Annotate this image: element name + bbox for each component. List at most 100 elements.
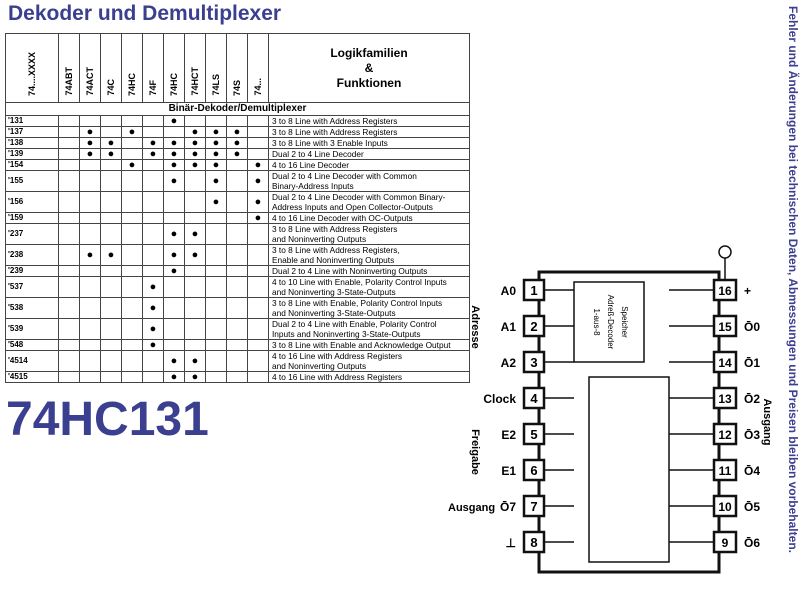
pin-number: 10 (718, 500, 732, 514)
pin-label: A1 (501, 320, 517, 334)
chip-label: Speicher (620, 306, 629, 338)
family-cell (100, 350, 122, 372)
family-cell (58, 191, 80, 213)
chip-body (537, 270, 721, 574)
part-code: '239 (5, 265, 59, 277)
family-cell (247, 244, 269, 266)
family-cell (79, 223, 101, 245)
part-code: '539 (5, 318, 59, 340)
family-cell (58, 297, 80, 319)
family-column-header: 74... (247, 33, 269, 103)
family-cell: ● (163, 159, 185, 171)
family-cell (100, 223, 122, 245)
description-line: Dual 2 to 4 Line Decoder with Common (272, 171, 417, 181)
family-cell: ● (184, 244, 206, 266)
family-cell (142, 170, 164, 192)
family-cell (184, 191, 206, 213)
description-line: 4 to 16 Line Decoder with OC-Outputs (272, 213, 413, 223)
family-cell: ● (79, 148, 101, 160)
family-cell (58, 265, 80, 277)
family-cell (142, 191, 164, 213)
output-block (588, 376, 670, 563)
family-cell: ● (163, 265, 185, 277)
family-cell (247, 137, 269, 149)
family-cell (79, 170, 101, 192)
family-cell (121, 265, 143, 277)
pin-number: 8 (530, 535, 537, 550)
family-cell (121, 371, 143, 383)
family-label: 74HC (127, 72, 137, 96)
description-line: Binary-Address Inputs (272, 181, 354, 191)
family-cell (100, 126, 122, 138)
family-cell: ● (205, 148, 227, 160)
family-cell: ● (184, 350, 206, 372)
pin-number: 3 (530, 355, 537, 370)
group-label-ausgang-left: Ausgang (448, 502, 495, 514)
family-cell (100, 191, 122, 213)
family-cell (163, 126, 185, 138)
pin-label: A2 (501, 356, 517, 370)
family-cell: ● (247, 191, 269, 213)
part-code: '138 (5, 137, 59, 149)
family-cell (121, 350, 143, 372)
family-label: 74LS (211, 74, 221, 96)
family-cell: ● (121, 159, 143, 171)
family-cell: ● (79, 126, 101, 138)
family-cell: ● (184, 371, 206, 383)
family-cell (163, 212, 185, 224)
family-cell: ● (142, 297, 164, 319)
disclaimer-text: Fehler und Änderungen bei technischen Da… (786, 6, 800, 553)
family-cell (205, 223, 227, 245)
function-description: Dual 2 to 4 Line Decoder with Common Bin… (268, 191, 470, 213)
family-cell (142, 350, 164, 372)
description-line: Dual 2 to 4 Line Decoder (272, 149, 364, 159)
part-code: '537 (5, 276, 59, 298)
description-line: Address Inputs and Open Collector-Output… (272, 202, 433, 212)
supply-terminal (718, 245, 732, 259)
family-cell: ● (184, 159, 206, 171)
family-cell (79, 297, 101, 319)
group-label-ausgang-right: Ausgang (761, 398, 773, 445)
function-description: 3 to 8 Line with 3 Enable Inputs (268, 137, 470, 149)
description-line: Inputs and Noninverting 3-State-Outputs (272, 329, 421, 339)
family-cell (100, 318, 122, 340)
family-cell: ● (100, 244, 122, 266)
family-cell (142, 371, 164, 383)
table-row: '156●●Dual 2 to 4 Line Decoder with Comm… (5, 191, 470, 213)
function-description: 4 to 16 Line Decoder (268, 159, 470, 171)
family-cell (121, 115, 143, 127)
family-cell: ● (184, 223, 206, 245)
family-cell (226, 276, 248, 298)
family-cell (184, 276, 206, 298)
table-row: '537●4 to 10 Line with Enable, Polarity … (5, 276, 470, 298)
family-label: 74HCT (190, 67, 200, 96)
family-cell: ● (79, 137, 101, 149)
functions-header: Logikfamilien&Funktionen (268, 33, 470, 103)
part-code: '538 (5, 297, 59, 319)
family-cell (121, 318, 143, 340)
family-cell (247, 350, 269, 372)
family-column-header: 74HC (163, 33, 185, 103)
family-cell (79, 318, 101, 340)
page-title: Dekoder und Demultiplexer (8, 2, 282, 25)
table-row: '238●●●●3 to 8 Line with Address Registe… (5, 244, 470, 266)
pin-label: Ō6 (744, 536, 760, 550)
functions-header-line: & (364, 60, 374, 75)
family-cell (142, 223, 164, 245)
table-row: '131●3 to 8 Line with Address Registers (5, 115, 470, 127)
family-cell (205, 115, 227, 127)
family-cell (247, 276, 269, 298)
family-cell (121, 212, 143, 224)
family-cell (226, 297, 248, 319)
family-cell (58, 126, 80, 138)
family-cell: ● (184, 126, 206, 138)
family-cell (205, 265, 227, 277)
family-cell (247, 115, 269, 127)
part-code: '139 (5, 148, 59, 160)
family-cell: ● (247, 170, 269, 192)
family-cell: ● (226, 126, 248, 138)
